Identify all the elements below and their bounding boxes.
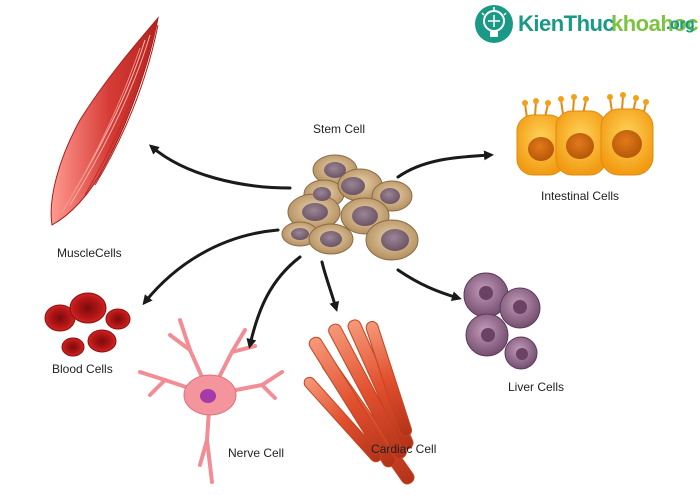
logo-text-khoahoc: khoahoc (611, 11, 698, 36)
stem-cells-cluster (281, 154, 419, 261)
arrow-to-cardiac (320, 260, 340, 312)
arrow-to-intestinal (396, 150, 494, 179)
lightbulb-logo-icon (475, 5, 513, 43)
arrows (142, 144, 494, 349)
blood-cells-label: Blood Cells (52, 362, 113, 376)
cardiac-cell-illustration (303, 319, 415, 485)
arrow-to-liver (396, 268, 462, 302)
site-logo[interactable]: KienThuc khoahoc .org (470, 2, 698, 46)
stem-cell-label: Stem Cell (313, 122, 366, 136)
intestinal-cells-illustration (516, 92, 654, 176)
arrow-to-blood (142, 228, 280, 306)
blood-cells-illustration (44, 292, 131, 357)
arrow-to-nerve (246, 255, 302, 349)
intestinal-cells-label: Intestinal Cells (541, 189, 620, 203)
logo-text-org: .org (666, 16, 695, 33)
logo-text-kienthuc: KienThuc (518, 11, 615, 36)
nerve-cell-illustration (138, 318, 284, 484)
liver-cells-label: Liver Cells (508, 380, 565, 394)
arrow-to-muscle (148, 144, 292, 190)
liver-cells-illustration (463, 272, 541, 370)
muscle-cell-illustration (50, 16, 159, 226)
nerve-cell-label: Nerve Cell (228, 446, 285, 460)
muscle-cells-label: MuscleCells (57, 246, 122, 260)
cardiac-cell-label: Cardiac Cell (371, 442, 437, 456)
